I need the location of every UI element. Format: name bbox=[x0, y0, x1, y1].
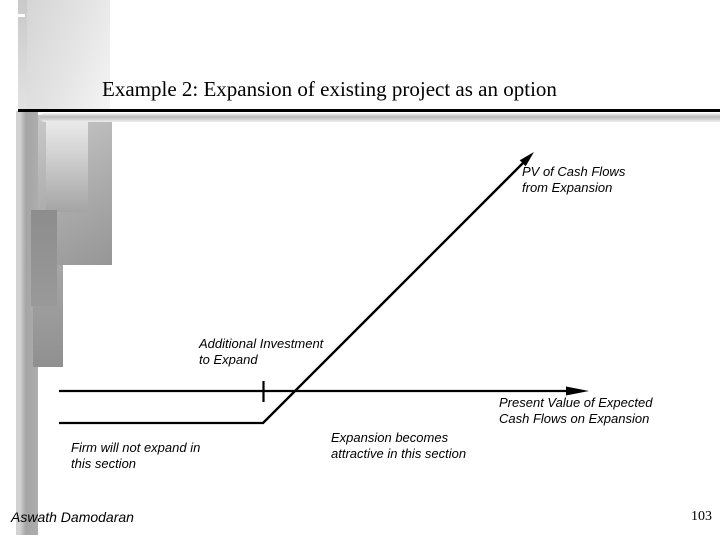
decoration-top-edge bbox=[18, 0, 27, 110]
decoration-dash bbox=[16, 14, 25, 17]
label-pv-cash-flows: PV of Cash Flows from Expansion bbox=[522, 164, 626, 195]
label-no-expand-region: Firm will not expand in this section bbox=[71, 440, 201, 471]
title-accent-bar bbox=[40, 113, 720, 122]
decoration-top-block bbox=[18, 0, 110, 110]
footer-author: Aswath Damodaran bbox=[11, 509, 134, 525]
label-additional-investment: Additional Investment to Expand bbox=[199, 336, 324, 367]
title-rule bbox=[18, 109, 720, 112]
footer-page-number: 103 bbox=[691, 509, 712, 524]
payoff-line bbox=[262, 160, 526, 424]
decoration-inner-block bbox=[46, 119, 88, 212]
label-expand-region: Expansion becomes attractive in this sec… bbox=[331, 430, 467, 461]
label-x-axis: Present Value of Expected Cash Flows on … bbox=[499, 395, 653, 426]
slide-title: Example 2: Expansion of existing project… bbox=[102, 77, 557, 101]
decoration-mid-block bbox=[31, 210, 57, 306]
